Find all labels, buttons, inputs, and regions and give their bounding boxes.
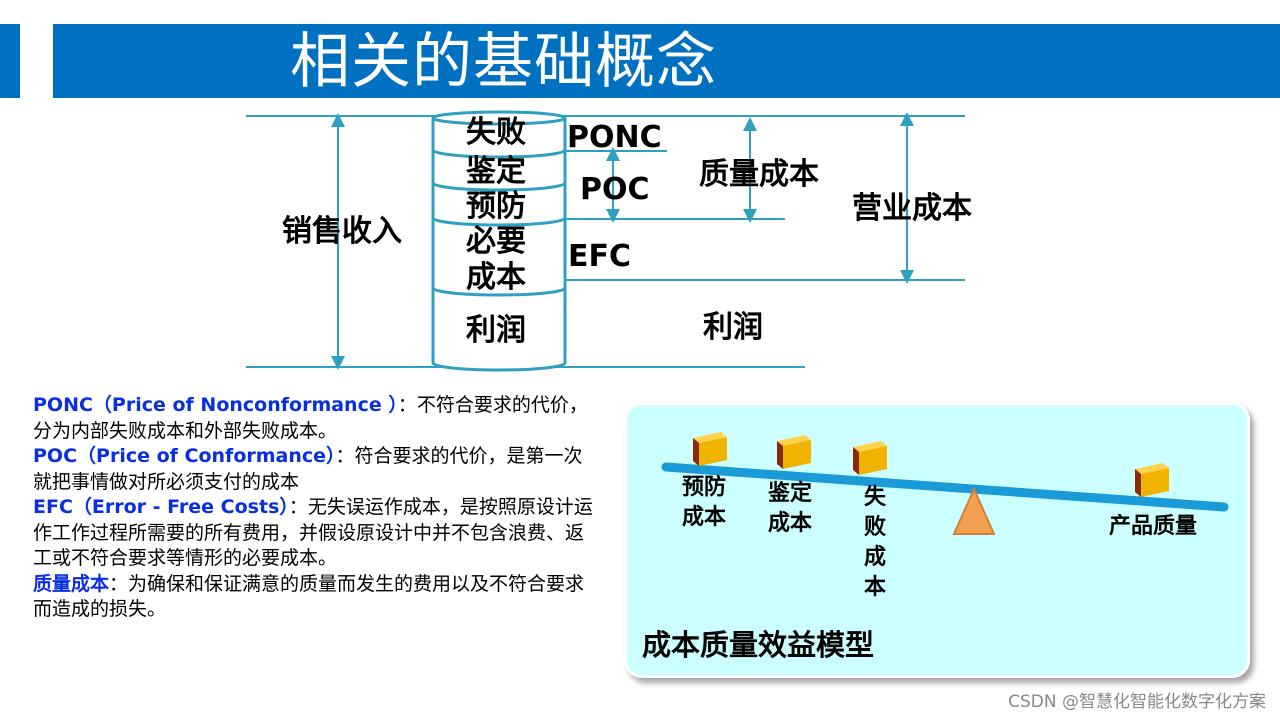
definition-quality-cost: 质量成本：为确保和保证满意的质量而发生的费用以及不符合要求而造成的损失。 <box>33 572 593 623</box>
segment-profit: 利润 <box>466 313 526 348</box>
definitions-text: PONC（Price of Nonconformance ）：不符合要求的代价，… <box>33 393 593 623</box>
segment-cost: 成本 <box>466 260 526 295</box>
definition-efc: EFC（Error - Free Costs）：无失误运作成本，是按照原设计运作… <box>33 495 593 572</box>
definition-text: ：符合要求的代价，是第一次就把事情做对所必须支付的成本 <box>33 445 583 493</box>
definition-term: PONC（Price of Nonconformance ） <box>33 394 398 416</box>
cube-product-quality <box>1135 463 1169 497</box>
header-bar <box>53 24 1280 98</box>
definition-poc: POC（Price of Conformance）：符合要求的代价，是第一次就把… <box>33 444 593 495</box>
segment-prevention: 预防 <box>466 189 526 224</box>
cube-failure <box>853 441 887 475</box>
cost-structure-diagram <box>246 110 965 372</box>
segment-necessary: 必要 <box>466 224 526 259</box>
product-quality-label: 产品质量 <box>1108 514 1197 539</box>
sales-revenue-label: 销售收入 <box>282 214 402 249</box>
definition-text: ：不符合要求的代价，分为内部失败成本和外部失败成本。 <box>33 394 588 442</box>
segment-failure: 失败 <box>466 115 526 150</box>
definition-term: POC（Price of Conformance） <box>33 445 336 467</box>
header-accent-bar <box>0 24 20 98</box>
definition-term: EFC（Error - Free Costs） <box>33 496 289 518</box>
prevention-cost-label: 预防 成本 <box>681 475 726 530</box>
efc-label: EFC <box>568 239 632 274</box>
ponc-label: PONC <box>567 120 662 155</box>
model-panel <box>624 402 1250 678</box>
poc-label: POC <box>580 172 650 207</box>
fulcrum-triangle <box>952 486 996 535</box>
model-title: 成本质量效益模型 <box>642 628 875 662</box>
cube-appraisal <box>777 435 811 469</box>
definition-ponc: PONC（Price of Nonconformance ）：不符合要求的代价，… <box>33 393 593 444</box>
balance-beam <box>661 462 1229 512</box>
definition-term: 质量成本 <box>33 572 110 595</box>
definition-text: ：无失误运作成本，是按照原设计运作工作过程所需要的所有费用，并假设原设计中并不包… <box>33 496 593 569</box>
failure-cost-label: 失 败 成 本 <box>863 485 886 600</box>
segment-appraisal: 鉴定 <box>466 154 526 189</box>
definition-text: ：为确保和保证满意的质量而发生的费用以及不符合要求而造成的损失。 <box>33 572 585 621</box>
cube-prevention <box>693 432 727 466</box>
quality-cost-label: 质量成本 <box>699 157 819 192</box>
profit-label: 利润 <box>703 310 763 345</box>
cost-cylinder <box>431 110 567 372</box>
operating-cost-label: 营业成本 <box>852 191 972 226</box>
watermark: CSDN @智慧化智能化数字化方案 <box>1008 692 1266 712</box>
appraisal-cost-label: 鉴定 成本 <box>767 481 812 536</box>
page-title: 相关的基础概念 <box>290 27 717 97</box>
